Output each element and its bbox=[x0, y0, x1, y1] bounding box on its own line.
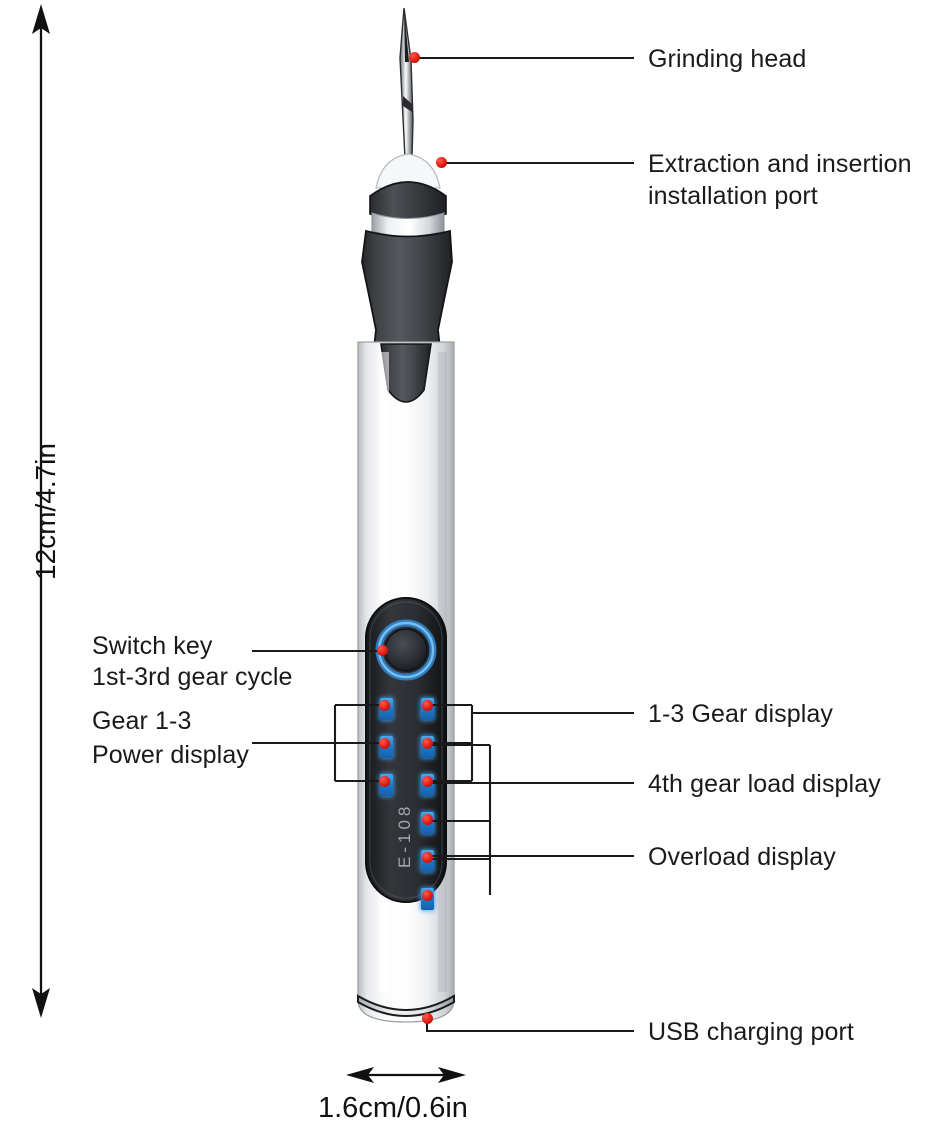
callout-4th-gear-load: 4th gear load display bbox=[648, 770, 881, 798]
marker-usb-port bbox=[422, 1013, 433, 1024]
marker-led-right-6 bbox=[422, 890, 433, 901]
height-dimension-label: 12cm/4.7in bbox=[30, 443, 61, 580]
height-dimension-arrow bbox=[32, 4, 50, 1018]
bracket-gear-display bbox=[427, 703, 634, 783]
usb-charging-port-end bbox=[357, 994, 455, 1017]
marker-led-right-4 bbox=[422, 814, 433, 825]
bracket-4th-gear-load bbox=[427, 743, 634, 895]
callout-extraction-port-line1: Extraction and insertion bbox=[648, 150, 912, 178]
width-dimension-label: 1.6cm/0.6in bbox=[318, 1092, 468, 1124]
bracket-power-display bbox=[252, 703, 386, 783]
callout-switch-key-line1: Switch key bbox=[92, 632, 213, 660]
callout-extraction-port-line2: installation port bbox=[648, 182, 818, 210]
collet-chuck bbox=[375, 153, 441, 189]
callout-switch-key-line2: 1st-3rd gear cycle bbox=[92, 663, 293, 691]
marker-led-right-5 bbox=[422, 852, 433, 863]
callout-overload-display: Overload display bbox=[648, 843, 836, 871]
marker-led-right-3 bbox=[422, 776, 433, 787]
marker-led-left-1 bbox=[379, 700, 390, 711]
marker-switch-key bbox=[377, 645, 388, 656]
marker-led-left-3 bbox=[379, 776, 390, 787]
marker-led-left-2 bbox=[379, 738, 390, 749]
marker-grinding-head bbox=[409, 52, 420, 63]
callout-usb-port: USB charging port bbox=[648, 1018, 854, 1046]
callout-gear-power-line1: Gear 1-3 bbox=[92, 707, 192, 735]
marker-led-right-2 bbox=[422, 738, 433, 749]
callout-gear-display: 1-3 Gear display bbox=[648, 700, 834, 728]
marker-led-right-1 bbox=[422, 700, 433, 711]
rubber-grip bbox=[361, 229, 453, 349]
marker-extraction-port bbox=[436, 157, 447, 168]
callout-gear-power-line2: Power display bbox=[92, 741, 249, 769]
width-dimension-arrow bbox=[346, 1067, 466, 1083]
callout-grinding-head: Grinding head bbox=[648, 45, 807, 73]
